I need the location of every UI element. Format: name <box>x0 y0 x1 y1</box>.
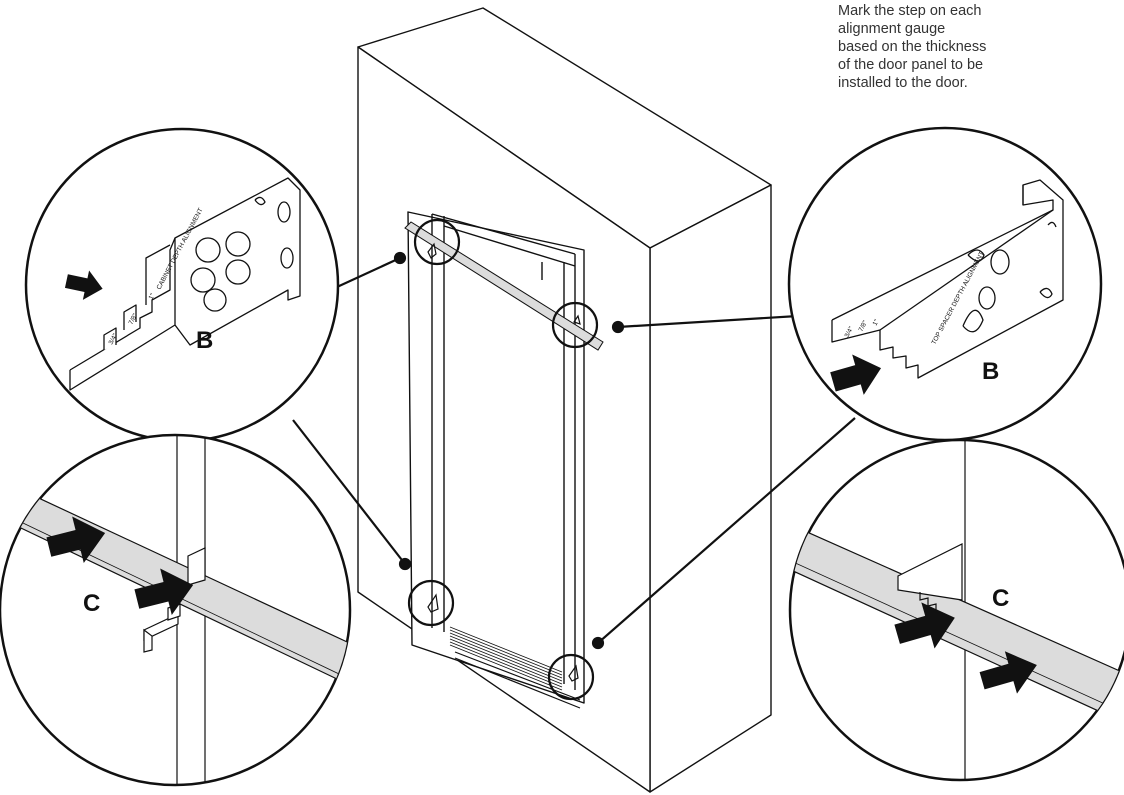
instruction-text: Mark the step on each alignment gauge ba… <box>838 2 1053 92</box>
instruction-line: installed to the door. <box>838 75 968 91</box>
door-opening <box>407 211 585 704</box>
detail-markers <box>407 218 599 701</box>
callout-c-bottom-left: C <box>83 590 101 617</box>
marker-top-right <box>551 301 599 349</box>
bottom-shelf-hatching <box>449 626 581 709</box>
cabinet <box>357 7 772 793</box>
arrow-icon <box>64 270 103 300</box>
callout-b-top-right: B <box>982 358 1000 385</box>
marker-bottom-left <box>407 579 455 627</box>
cabinet-side-face <box>649 184 772 793</box>
gauge-detail-top-right <box>831 179 1064 379</box>
step-label-1-top-left: 3/4" <box>108 332 120 346</box>
marker-top-left <box>413 218 461 266</box>
callout-b-top-left: B <box>196 327 214 354</box>
arrow-icon <box>830 354 882 395</box>
arrow-icon <box>46 516 106 564</box>
leader-lines <box>292 251 856 650</box>
instruction-line: of the door panel to be <box>838 57 984 73</box>
step-label-2-top-left: 7/8" <box>128 312 140 326</box>
gauge-detail-top-left <box>69 177 301 391</box>
strip-detail-bottom-right <box>790 440 1124 780</box>
arrow-icon <box>979 651 1037 694</box>
mini-gauges <box>427 242 581 682</box>
step-label-1-top-right: 3/4" <box>844 325 856 339</box>
step-label-3-top-left: 1" <box>148 292 157 301</box>
step-label-3-top-right: 1" <box>872 318 881 327</box>
step-label-2-top-right: 7/8" <box>858 319 870 333</box>
instruction-line: based on the thickness <box>838 39 987 55</box>
callout-c-bottom-right: C <box>992 585 1010 612</box>
arrow-icon <box>894 602 955 649</box>
marker-bottom-right <box>547 653 595 701</box>
arrow-icon <box>134 568 194 616</box>
instruction-line: Mark the step on each <box>838 3 982 19</box>
instruction-line: alignment gauge <box>838 21 946 37</box>
